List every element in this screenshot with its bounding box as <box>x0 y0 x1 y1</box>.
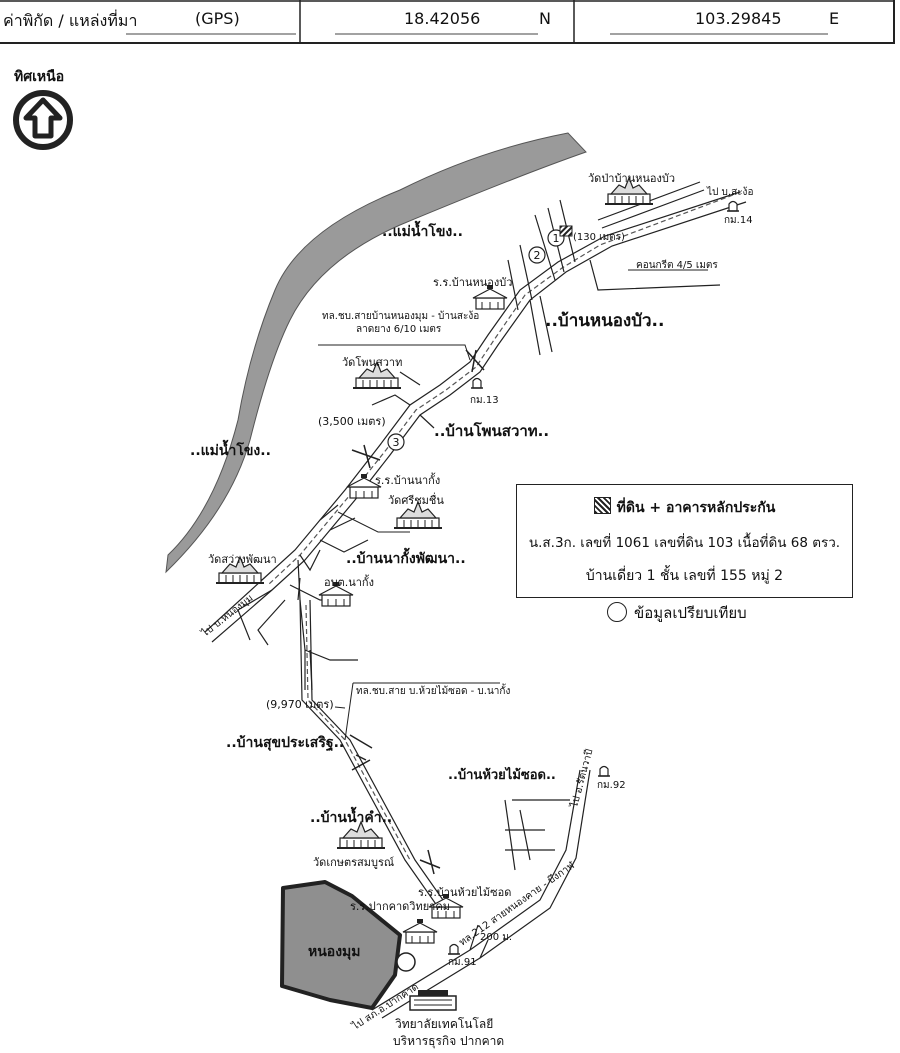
village-namkham-label: ..บ้านน้ำคำ.. <box>310 806 392 826</box>
coordinate-label: ค่าพิกัด / แหล่งที่มา <box>3 11 138 30</box>
comparison-marker-2: 2 <box>528 246 546 264</box>
km13-label: กม.13 <box>470 395 499 406</box>
north-arrow-icon <box>13 90 73 150</box>
school-nakang-label: ร.ร.บ้านนากั้ง <box>375 472 440 487</box>
village-nakang-label: ..บ้านนากั้งพัฒนา.. <box>346 547 466 567</box>
school-huai-label: ร.ร.บ้านห้วยไม้ซอด <box>418 886 511 899</box>
temple-phonsawat-label: วัดโพนสวาท <box>342 355 402 369</box>
college-label-1: วิทยาลัยเทคโนโลยี <box>395 1017 494 1031</box>
school-pakkhat-icon <box>402 918 438 944</box>
lake-label: หนองมุม <box>308 944 361 960</box>
latitude-value: 18.42056 <box>404 9 481 28</box>
mekong-river <box>165 132 587 574</box>
legend-collateral-text: ที่ดิน + อาคารหลักประกัน <box>616 500 776 516</box>
hatch-swatch-icon <box>593 497 611 514</box>
lake-comparison-marker <box>396 952 416 972</box>
legend-comparison-text: ข้อมูลเปรียบเทียบ <box>634 604 747 622</box>
village-phonsawat-label: ..บ้านโพนสวาท.. <box>434 421 549 440</box>
road-network <box>204 181 747 1019</box>
route-crossings <box>349 349 485 875</box>
concrete-road-label: คอนกรีต 4/5 เมตร <box>636 259 718 271</box>
svg-text:2: 2 <box>534 249 541 262</box>
svg-text:1: 1 <box>553 232 560 245</box>
temple-kaset-label: วัดเกษตรสมบูรณ์ <box>313 856 394 869</box>
km14-icon <box>726 200 740 212</box>
legend-comparison: ข้อมูลเปรียบเทียบ <box>607 601 747 625</box>
comparison-circle-icon <box>607 602 627 622</box>
longitude-value: 103.29845 <box>695 9 782 28</box>
obt-label: อบต.นากั้ง <box>324 574 374 589</box>
collateral-land-marker <box>559 225 573 237</box>
legend-deed-text: น.ส.3ก. เลขที่ 1061 เลขที่ดิน 103 เนื้อท… <box>528 535 841 551</box>
road1-surface-label: ลาดยาง 6/10 เมตร <box>356 324 442 335</box>
distance-130-label: (130 เมตร) <box>573 232 625 243</box>
coordinate-header: ค่าพิกัด / แหล่งที่มา (GPS) 18.42056 N 1… <box>0 0 900 45</box>
village-nongbua-label: ..บ้านหนองบัว.. <box>545 311 664 331</box>
nongmum-lake <box>280 880 402 1010</box>
temple-sawang-label: วัดสว่างพัฒนา <box>208 553 277 566</box>
coordinate-source: (GPS) <box>195 9 240 28</box>
college-building-icon <box>409 990 457 1011</box>
distance-3500-label: (3,500 เมตร) <box>318 415 386 428</box>
svg-text:3: 3 <box>393 436 400 449</box>
temple-srichom-label: วัดศรีชมชื่น <box>388 492 444 507</box>
river-label-1: ..แม่น้ำโขง.. <box>382 220 463 240</box>
leader-lines <box>318 269 708 741</box>
to-rattanawapi-label: ไป อ.รัตนวาปี <box>568 748 595 810</box>
road2-name-label: ทล.ชบ.สาย บ.ห้วยไม้ซอด - บ.นากั้ง <box>356 683 510 697</box>
highway-212-label: ทล.212 สายหนองคาย - บึงกาฬ <box>457 859 578 949</box>
km91-label: กม.91 <box>448 957 477 968</box>
header-frame <box>0 0 895 44</box>
km14-label: กม.14 <box>724 215 753 226</box>
road1-name-label: ทล.ชบ.สายบ้านหนองมุม - บ้านสะง้อ <box>322 310 479 322</box>
latitude-unit: N <box>539 9 551 28</box>
km91-icon <box>447 943 461 955</box>
temple-nongbua-label: วัดป่าบ้านหนองบัว <box>588 172 675 185</box>
north-label: ทิศเหนือ <box>14 69 64 85</box>
legend-house-text: บ้านเดี่ยว 1 ชั้น เลขที่ 155 หมู่ 2 <box>585 568 784 584</box>
longitude-unit: E <box>829 9 840 28</box>
school-pakkhat-label: ร.ร.ปากคาดวิทยาคม <box>350 900 450 913</box>
village-suk-label: ..บ้านสุขประเสริฐ.. <box>226 735 344 752</box>
distance-200-label: 200 ม. <box>480 932 512 943</box>
village-huai-label: ..บ้านห้วยไม้ซอด.. <box>448 766 556 783</box>
distance-9970-label: (9,970 เมตร) <box>266 698 334 711</box>
km92-icon <box>597 765 611 777</box>
to-sangsa-label: ไป บ.สะง้อ <box>706 186 753 198</box>
legend-box: ที่ดิน + อาคารหลักประกัน น.ส.3ก. เลขที่ … <box>516 484 853 598</box>
km92-label: กม.92 <box>597 780 626 791</box>
college-label-2: บริหารธุรกิจ ปากคาด <box>393 1034 504 1049</box>
river-label-2: ..แม่น้ำโขง.. <box>190 439 271 459</box>
school-nongbua-label: ร.ร.บ้านหนองบัว <box>433 276 512 289</box>
legend-collateral-row: ที่ดิน + อาคารหลักประกัน <box>517 497 852 519</box>
km13-icon <box>470 377 484 389</box>
comparison-marker-3: 3 <box>387 433 405 451</box>
